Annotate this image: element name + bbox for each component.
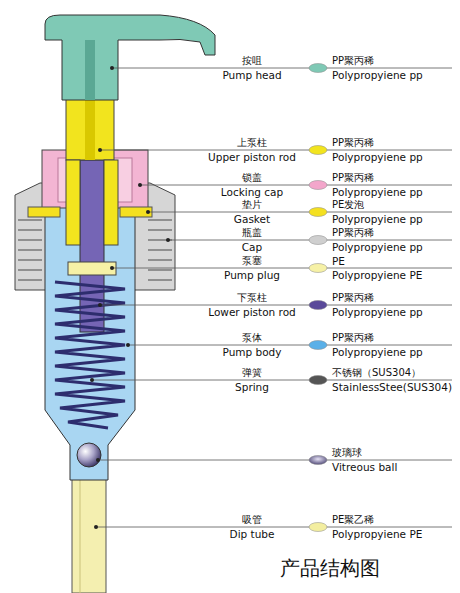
tube-shade <box>80 480 81 593</box>
leader-line <box>112 268 452 269</box>
part-label: PE <box>332 255 345 267</box>
part-label: Vitreous ball <box>332 461 397 473</box>
part-label: 按咀 <box>242 55 262 67</box>
dip-tube <box>72 476 106 593</box>
upper-piston-rod <box>66 160 80 245</box>
part-label: Dip tube <box>230 528 275 540</box>
material-swatch <box>309 146 327 155</box>
part-label: Polypropyiene PE <box>332 528 422 540</box>
part-label: Polypropyiene pp <box>332 69 423 81</box>
leader-line <box>92 380 452 381</box>
material-swatch <box>309 341 327 350</box>
part-label: Polypropyiene pp <box>332 241 423 253</box>
part-label: 泵塞 <box>242 255 262 267</box>
gasket <box>120 207 152 217</box>
part-label: Locking cap <box>221 186 283 198</box>
leader-dot <box>96 458 100 462</box>
part-label: 上泵柱 <box>237 137 267 149</box>
leader-dot <box>98 303 102 307</box>
part-label: Polypropyiene pp <box>332 306 423 318</box>
part-label: Lower piston rod <box>208 306 296 318</box>
leader-dot <box>138 183 142 187</box>
part-label: Upper piston rod <box>208 151 296 163</box>
part-label: 玻璃球 <box>332 447 362 459</box>
spring-coil <box>55 282 125 428</box>
part-label: PP聚丙稀 <box>332 292 374 304</box>
part-label: StainlessStee(SUS304) <box>332 381 452 393</box>
leader-line <box>100 150 452 151</box>
part-label: Polypropyiene pp <box>332 213 423 225</box>
part-label: Polypropyiene PE <box>332 269 422 281</box>
part-label: Polypropyiene pp <box>332 346 423 358</box>
material-swatch <box>309 376 327 385</box>
pump-plug <box>68 262 116 275</box>
part-label: 下泵柱 <box>237 292 267 304</box>
leader-line <box>96 527 452 528</box>
part-label: 瓶盖 <box>242 227 262 239</box>
part-label: Polypropyiene pp <box>332 186 423 198</box>
leader-dot <box>110 66 114 70</box>
material-swatch <box>309 301 327 310</box>
leader-dot <box>166 238 170 242</box>
part-label: Spring <box>235 381 269 393</box>
part-label: 不锈钢（SUS304） <box>332 367 421 379</box>
part-label: Cap <box>242 241 262 253</box>
leader-line <box>148 212 452 213</box>
part-label: PP聚丙稀 <box>332 55 374 67</box>
leader-line <box>140 185 452 186</box>
material-swatch <box>309 264 327 273</box>
material-swatch <box>309 64 327 73</box>
part-label: 泵体 <box>242 332 262 344</box>
pump-head <box>45 15 215 100</box>
leader-dot <box>146 210 150 214</box>
leader-line <box>128 345 452 346</box>
material-swatch <box>309 236 327 245</box>
part-label: PE聚乙稀 <box>332 514 374 526</box>
leader-line <box>98 460 452 461</box>
head-channel <box>85 40 95 100</box>
material-swatch <box>309 181 327 190</box>
material-swatch <box>309 208 327 217</box>
part-label: PP聚丙稀 <box>332 137 374 149</box>
part-label: Pump head <box>222 69 281 81</box>
part-label: PP聚丙稀 <box>332 227 374 239</box>
part-label: Pump body <box>222 346 281 358</box>
material-swatch <box>309 523 327 532</box>
leader-dot <box>110 266 114 270</box>
part-label: Pump plug <box>224 269 280 281</box>
part-label: 弹簧 <box>242 367 262 379</box>
gasket <box>28 207 60 217</box>
leader-line <box>112 68 452 69</box>
glass-ball <box>77 443 101 467</box>
upper-piston-rod <box>104 160 118 245</box>
part-label: PE发泡 <box>332 199 364 211</box>
leader-dot <box>94 525 98 529</box>
leader-dot <box>98 148 102 152</box>
material-swatch <box>309 456 327 465</box>
leader-dot <box>90 378 94 382</box>
part-label: PP聚丙稀 <box>332 332 374 344</box>
part-label: Gasket <box>234 213 270 225</box>
part-label: 垫片 <box>242 199 262 211</box>
part-label: PP聚丙稀 <box>332 172 374 184</box>
part-label: 锁盖 <box>242 172 262 184</box>
part-label: 吸管 <box>242 514 262 526</box>
leader-line <box>100 305 452 306</box>
caption: 产品结构图 <box>280 556 380 580</box>
part-label: Polypropyiene pp <box>332 151 423 163</box>
leader-dot <box>126 343 130 347</box>
